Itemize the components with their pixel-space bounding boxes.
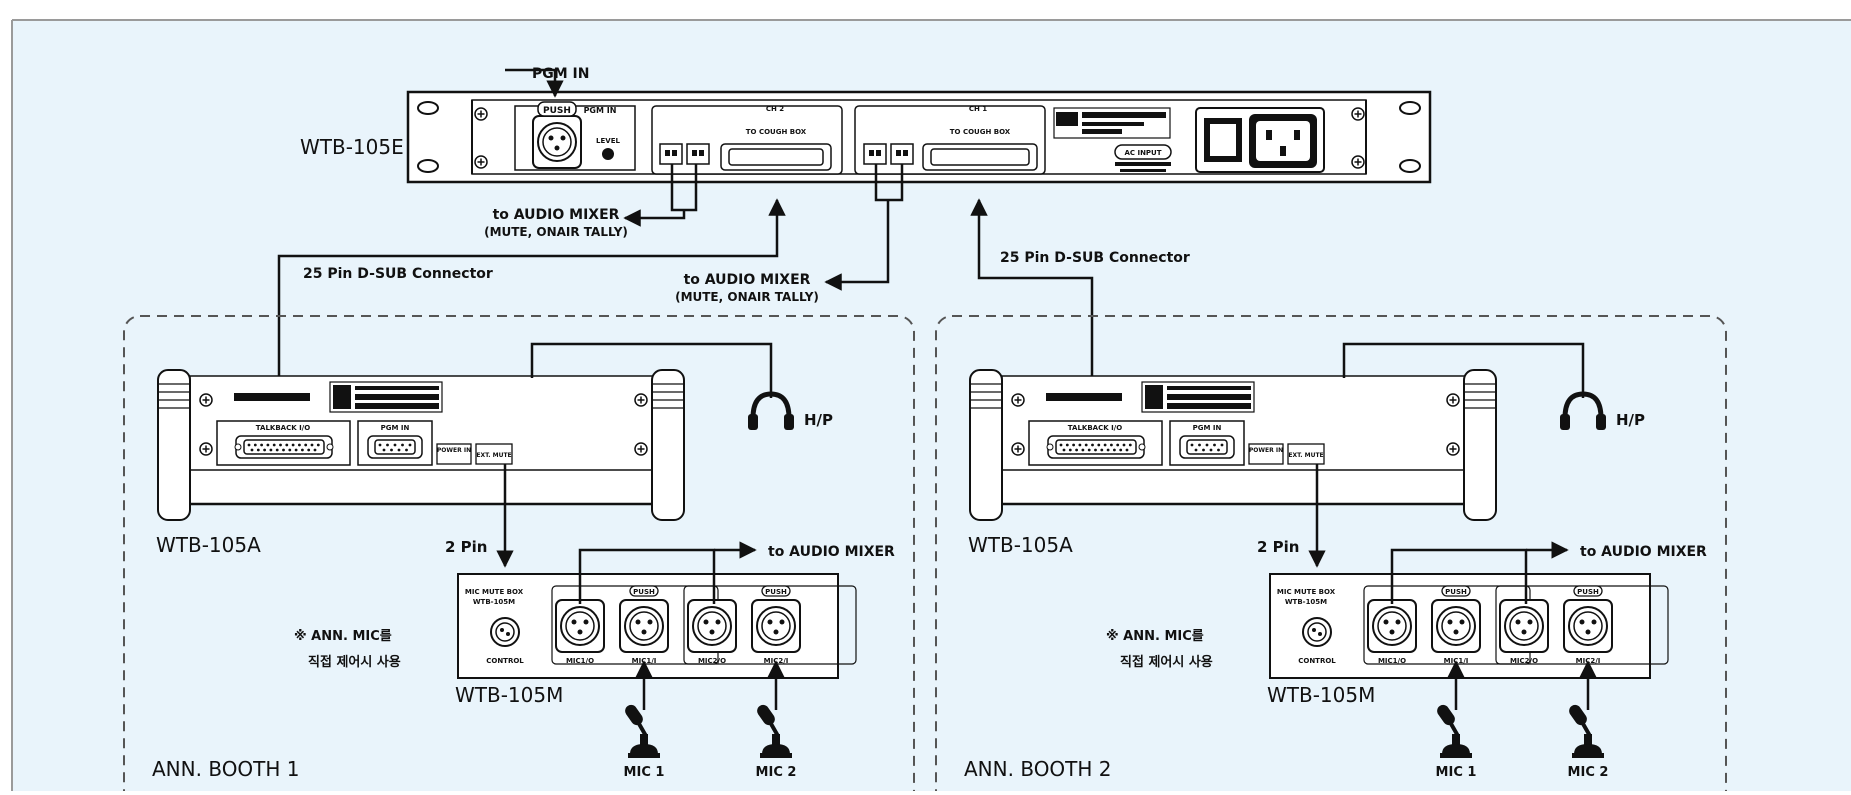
mic-label: MIC 2 [1568,765,1609,780]
pin-label: 2 Pin [445,538,487,556]
mic-label: MIC 1 [624,765,665,780]
mixer-sub-1: (MUTE, ONAIR TALLY) [484,225,628,239]
power-in-label: POWER IN [437,447,471,454]
booth-title: ANN. BOOTH 2 [964,757,1112,781]
xlr-jack-icon [1499,599,1549,653]
cough-box-device: TALKBACK I/O PGM IN POWER IN EXT. MUTE [969,369,1497,521]
rack-panel-pgm-in: PGM IN [584,106,617,115]
ext-mute-label: EXT. MUTE [476,452,511,459]
dsub-left-label: 25 Pin D-SUB Connector [303,266,493,282]
control-label: CONTROL [486,657,524,665]
mute-box-model-small: WTB-105M [1285,598,1327,606]
jack-label: MIC1/O [566,657,594,665]
headphone-label: H/P [1616,411,1645,429]
jack-push-label: PUSH [633,588,655,596]
dev-pgm-in-label: PGM IN [1193,424,1222,432]
cough-box-model: WTB-105A [968,533,1073,557]
pgm-in-label: PGM IN [532,66,589,82]
dsub-right-label: 25 Pin D-SUB Connector [1000,250,1190,266]
headphone-icon [1560,391,1606,430]
talkback-io-label: TALKBACK I/O [256,424,310,432]
mute-box-model: WTB-105M [455,683,563,707]
rack-push-label: PUSH [543,106,571,116]
jack-label: MIC1/O [1378,657,1406,665]
rack-ch2-label: CH 2 [766,105,784,113]
booth-frame [123,315,915,795]
booth-2: TALKBACK I/O PGM IN POWER IN EXT. MUTE H/P WT… [935,315,1727,795]
jack-label: MIC2/O [698,657,726,665]
booth-1: TALKBACK I/O PGM IN POWER IN EXT. MUTE H/P WT… [123,315,915,795]
cough-box-device: TALKBACK I/O PGM IN POWER IN EXT. MUTE [157,369,685,521]
mic-label: MIC 1 [1436,765,1477,780]
mute-box-model-small: WTB-105M [473,598,515,606]
mixer-note-2: to AUDIO MIXER [684,272,811,288]
rack-ch1-tocough: TO COUGH BOX [950,128,1011,136]
dev-pgm-in-label: PGM IN [381,424,410,432]
headphone-label: H/P [804,411,833,429]
cough-box-model: WTB-105A [156,533,261,557]
booth-to-mixer-label: to AUDIO MIXER [768,544,895,560]
control-label: CONTROL [1298,657,1336,665]
mixer-note-1: to AUDIO MIXER [493,207,620,223]
xlr-jack-icon [1367,599,1417,653]
booth-note-line2: 직접 제어시 사용 [308,654,401,670]
talkback-io-label: TALKBACK I/O [1068,424,1122,432]
jack-push-label: PUSH [765,588,787,596]
rack-level-label: LEVEL [596,137,620,145]
ext-mute-label: EXT. MUTE [1288,452,1323,459]
xlr-jack-icon [1563,599,1613,653]
mic-label: MIC 2 [756,765,797,780]
rack-unit-wtb-105e: PUSH PGM IN LEVEL CH 2 TO COUGH BOX CH 1… [406,90,1432,184]
booth-note-line1: ※ ANN. MIC를 [294,629,392,644]
xlr-jack-icon [555,599,605,653]
mute-box-model: WTB-105M [1267,683,1375,707]
xlr-jack-icon [687,599,737,653]
rack-ch2-tocough: TO COUGH BOX [746,128,807,136]
mute-box-title: MIC MUTE BOX [1277,588,1336,596]
mute-box-title: MIC MUTE BOX [465,588,524,596]
booth-note-line1: ※ ANN. MIC를 [1106,629,1204,644]
jack-push-label: PUSH [1445,588,1467,596]
booth-frame [935,315,1727,795]
xlr-jack-icon [1431,599,1481,653]
pgm-in-xlr-icon [532,115,582,169]
power-in-label: POWER IN [1249,447,1283,454]
booth-to-mixer-label: to AUDIO MIXER [1580,544,1707,560]
rack-ac-input-label: AC INPUT [1124,149,1161,157]
rack-model-label: WTB-105E [300,135,404,159]
xlr-jack-icon [751,599,801,653]
jack-push-label: PUSH [1577,588,1599,596]
booth-title: ANN. BOOTH 1 [152,757,300,781]
booth-note-line2: 직접 제어시 사용 [1120,654,1213,670]
mixer-sub-2: (MUTE, ONAIR TALLY) [675,290,819,304]
headphone-icon [748,391,794,430]
xlr-jack-icon [619,599,669,653]
pin-label: 2 Pin [1257,538,1299,556]
jack-label: MIC2/O [1510,657,1538,665]
rack-ch1-label: CH 1 [969,105,987,113]
